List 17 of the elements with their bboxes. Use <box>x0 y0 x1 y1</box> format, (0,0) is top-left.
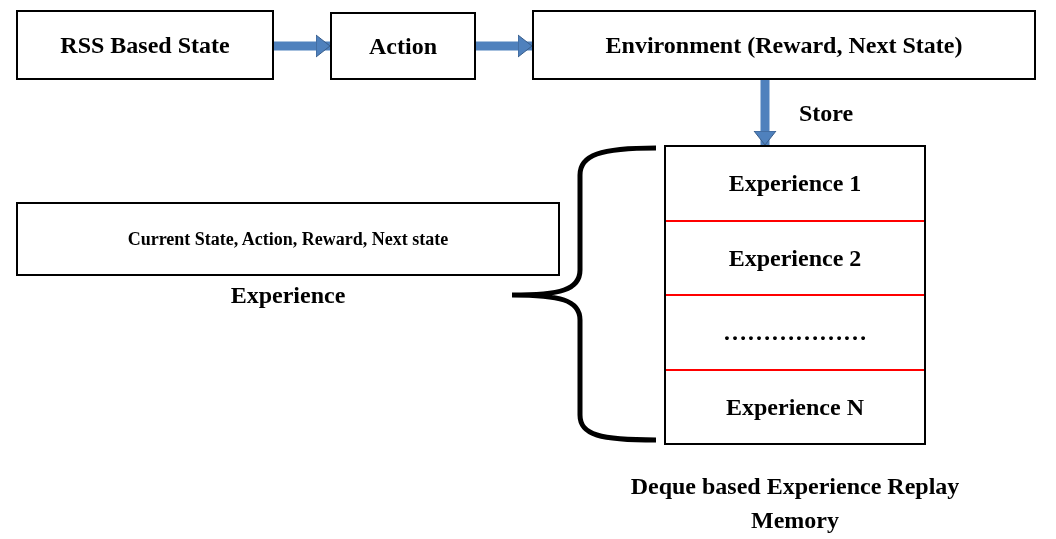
process-box <box>532 10 1036 80</box>
process-box <box>16 10 274 80</box>
box-label: Action <box>369 32 437 61</box>
memory-box <box>664 145 926 445</box>
memory-caption: Deque based Experience Replay Memory <box>630 472 960 535</box>
box-label: RSS Based State <box>60 31 230 60</box>
block-arrow <box>274 34 331 58</box>
block-arrow <box>476 34 533 58</box>
block-arrow <box>753 80 777 146</box>
slot-label: ……………… <box>723 318 867 348</box>
box-heading: Experience <box>230 281 346 310</box>
slot-label: Experience 1 <box>728 169 862 199</box>
box-label: Environment (Reward, Next State) <box>605 31 963 60</box>
process-box <box>330 12 476 80</box>
slot-label: Experience N <box>726 392 864 422</box>
box-text: Current State, Action, Reward, Next state <box>127 227 449 251</box>
slot-label: Experience 2 <box>728 243 862 273</box>
